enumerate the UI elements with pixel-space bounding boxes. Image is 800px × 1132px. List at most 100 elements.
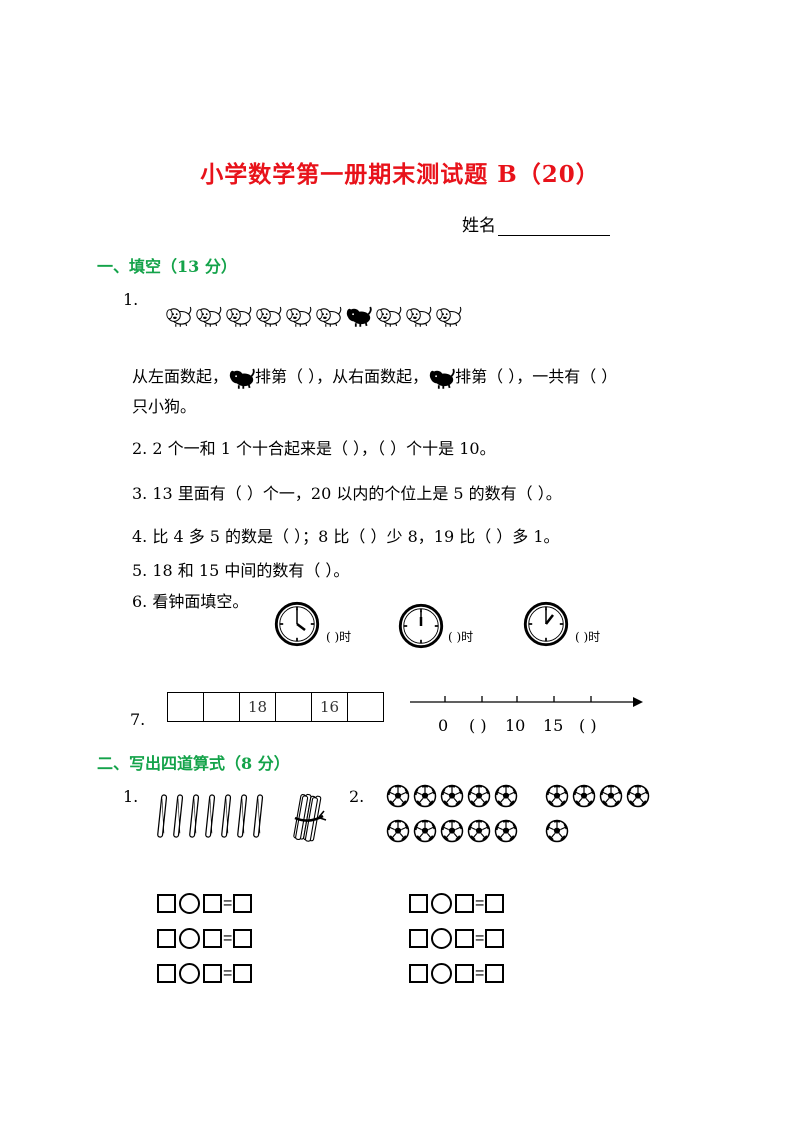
- q3: 3. 13 里面有（ ）个一，20 以内的个位上是 5 的数有（ ）。: [132, 484, 562, 503]
- answer-box[interactable]: [455, 929, 474, 948]
- equals-sign: =: [223, 929, 233, 947]
- soccer-ball-icon: [413, 819, 437, 843]
- equation-row: =: [157, 963, 253, 984]
- stick-icon: [220, 794, 232, 839]
- equation-row: =: [409, 928, 505, 949]
- answer-box[interactable]: [203, 964, 222, 983]
- black-dog-icon: [428, 366, 455, 390]
- equations-left: = = =: [157, 893, 253, 984]
- answer-box[interactable]: [409, 929, 428, 948]
- answer-box[interactable]: [203, 894, 222, 913]
- q1-text-3: 排第（ ），一共有（ ）: [455, 367, 618, 386]
- answer-box[interactable]: [233, 964, 253, 983]
- q7-number: 7.: [130, 710, 146, 729]
- answer-box[interactable]: [485, 964, 505, 983]
- answer-box[interactable]: [485, 894, 505, 913]
- soccer-ball-icon: [386, 784, 410, 808]
- operator-circle[interactable]: [179, 963, 200, 984]
- q6: 6. 看钟面填空。: [132, 592, 249, 611]
- equation-row: =: [157, 928, 253, 949]
- q1-number: 1.: [123, 290, 139, 309]
- soccer-ball-icon: [386, 819, 410, 843]
- answer-box[interactable]: [157, 964, 176, 983]
- clock-2-blank: ( )时: [448, 630, 474, 644]
- number-box[interactable]: [275, 692, 312, 722]
- answer-box[interactable]: [233, 929, 253, 948]
- stick-icon: [188, 794, 200, 839]
- balls-row-2a: [386, 819, 518, 843]
- name-field[interactable]: 姓名: [462, 211, 610, 236]
- dog-icon: [165, 304, 192, 328]
- soccer-ball-icon: [467, 784, 491, 808]
- q2: 2. 2 个一和 1 个十合起来是（ ），（ ）个十是 10。: [132, 439, 496, 458]
- answer-box[interactable]: [157, 929, 176, 948]
- answer-box[interactable]: [157, 894, 176, 913]
- clock-1-blank: ( )时: [326, 630, 352, 644]
- q1-text-1: 从左面数起，: [132, 367, 229, 386]
- equals-sign: =: [223, 964, 233, 982]
- equals-sign: =: [223, 894, 233, 912]
- black-dog-icon: [228, 366, 255, 390]
- operator-circle[interactable]: [431, 928, 452, 949]
- answer-box[interactable]: [455, 894, 474, 913]
- number-box[interactable]: [347, 692, 384, 722]
- dog-icon: [375, 304, 402, 328]
- s2-q2-number: 2.: [349, 787, 365, 806]
- dog-icon: [315, 304, 342, 328]
- soccer-ball-icon: [626, 784, 650, 808]
- answer-box[interactable]: [233, 894, 253, 913]
- q5: 5. 18 和 15 中间的数有（ ）。: [132, 561, 350, 580]
- line-label[interactable]: ( ): [469, 716, 487, 735]
- number-boxes: 18 16: [167, 692, 384, 722]
- q4: 4. 比 4 多 5 的数是（ ）；8 比（ ）少 8，19 比（ ）多 1。: [132, 527, 560, 546]
- sticks-group: [156, 793, 264, 841]
- stick-icon: [204, 794, 216, 839]
- line-label: 15: [543, 716, 564, 735]
- answer-box[interactable]: [485, 929, 505, 948]
- name-label: 姓名: [462, 216, 496, 236]
- number-box[interactable]: [203, 692, 240, 722]
- stick-icon: [172, 794, 184, 839]
- dog-row: [165, 304, 462, 328]
- s2-q1-number: 1.: [123, 787, 139, 806]
- line-label[interactable]: ( ): [579, 716, 597, 735]
- number-box: 16: [311, 692, 348, 722]
- soccer-ball-icon: [545, 819, 569, 843]
- answer-box[interactable]: [455, 964, 474, 983]
- dog-icon: [195, 304, 222, 328]
- operator-circle[interactable]: [431, 893, 452, 914]
- clock-icon: [398, 603, 444, 649]
- black-dog-icon: [345, 304, 372, 328]
- stick-icon: [156, 794, 168, 839]
- name-line[interactable]: [498, 217, 610, 236]
- stick-icon: [252, 794, 264, 839]
- soccer-ball-icon: [545, 784, 569, 808]
- dog-icon: [435, 304, 462, 328]
- number-box[interactable]: [167, 692, 204, 722]
- balls-row-2b: [545, 819, 569, 847]
- dog-icon: [285, 304, 312, 328]
- line-label: 10: [505, 716, 526, 735]
- soccer-ball-icon: [494, 784, 518, 808]
- answer-box[interactable]: [409, 894, 428, 913]
- operator-circle[interactable]: [431, 963, 452, 984]
- dog-icon: [255, 304, 282, 328]
- soccer-ball-icon: [440, 819, 464, 843]
- equals-sign: =: [475, 894, 485, 912]
- section-2-heading: 二、写出四道算式（8 分）: [97, 754, 290, 773]
- operator-circle[interactable]: [179, 928, 200, 949]
- section-1-heading: 一、填空（13 分）: [97, 257, 237, 276]
- dog-icon: [225, 304, 252, 328]
- stick-icon: [236, 794, 248, 839]
- line-label: 0: [438, 716, 449, 735]
- number-box: 18: [239, 692, 276, 722]
- soccer-ball-icon: [494, 819, 518, 843]
- number-line: [410, 696, 643, 707]
- soccer-ball-icon: [572, 784, 596, 808]
- clock-icon: [523, 601, 569, 647]
- equation-row: =: [157, 893, 253, 914]
- answer-box[interactable]: [203, 929, 222, 948]
- operator-circle[interactable]: [179, 893, 200, 914]
- soccer-ball-icon: [599, 784, 623, 808]
- answer-box[interactable]: [409, 964, 428, 983]
